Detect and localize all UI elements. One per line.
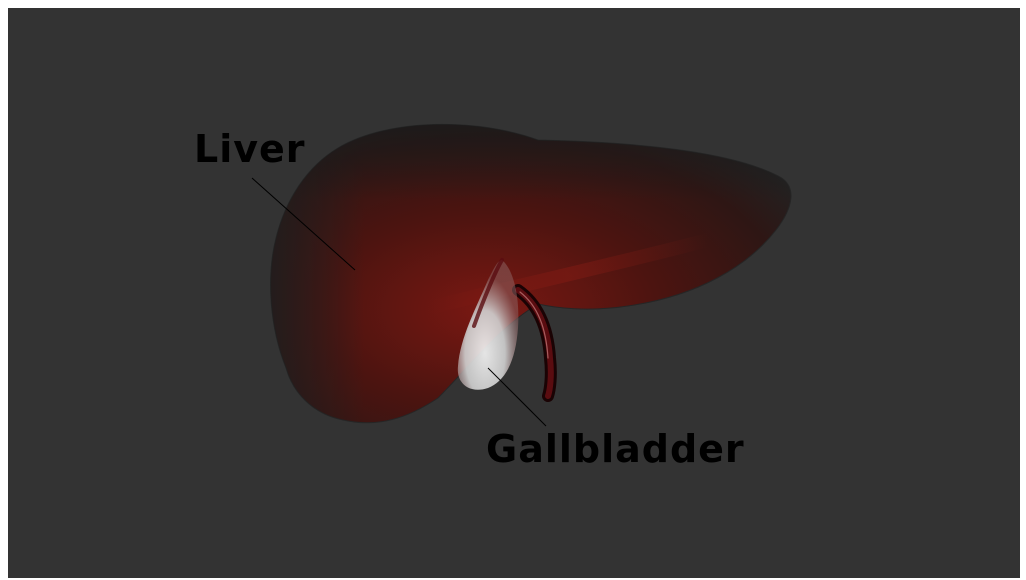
liver-organ: [271, 124, 791, 422]
gallbladder-leader-line: [488, 368, 546, 426]
diagram-canvas: Liver Gallbladder: [8, 8, 1020, 578]
liver-gallbladder-illustration: [8, 8, 1020, 578]
gallbladder-label: Gallbladder: [486, 430, 745, 468]
liver-label: Liver: [194, 130, 306, 168]
